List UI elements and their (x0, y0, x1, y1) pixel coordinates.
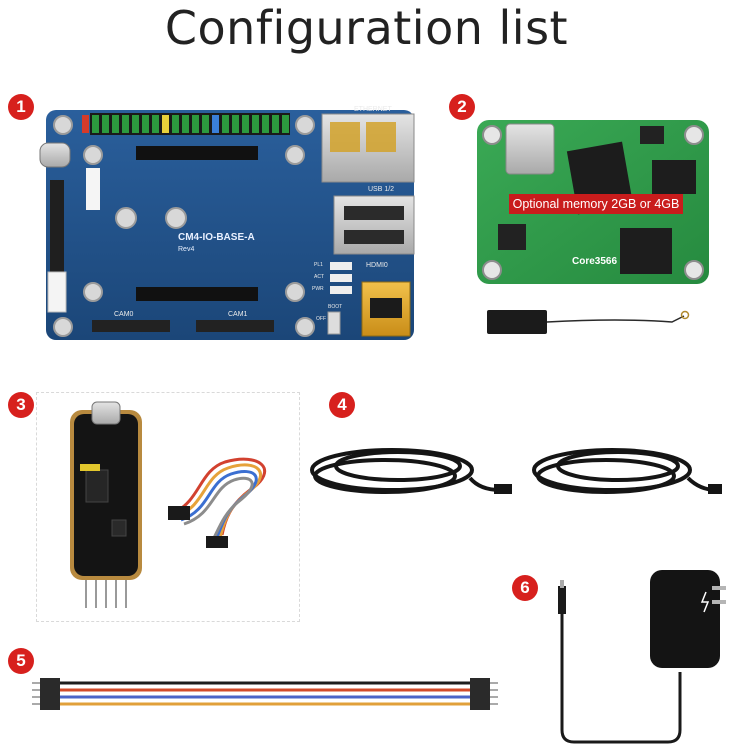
usb-uart-adapter (70, 401, 266, 608)
badge-5: 5 (8, 648, 34, 674)
badge-6: 6 (512, 575, 538, 601)
module-label: Core3566 (572, 256, 618, 267)
hdmi-label: HDMI0 (366, 262, 388, 269)
usb-label: USB 1/2 (368, 186, 395, 193)
jumper-wires (32, 678, 498, 710)
board-rev: Rev4 (178, 246, 195, 253)
board-label: CM4-IO-BASE-A (178, 232, 255, 243)
core-module (477, 120, 709, 334)
usb-cables (310, 448, 717, 494)
off-label: OFF (316, 316, 326, 322)
badge-3: 3 (8, 392, 34, 418)
led2-label: ACT (314, 274, 324, 280)
memory-option-label: Optional memory 2GB or 4GB (509, 194, 683, 214)
cam1-label: CAM1 (228, 311, 248, 318)
badge-1: 1 (8, 94, 34, 120)
io-base-board (39, 110, 415, 340)
badge-4: 4 (329, 392, 355, 418)
adapter-kit-frame (36, 392, 300, 622)
led3-label: PWR (312, 286, 324, 292)
cam0-label: CAM0 (114, 311, 134, 318)
page-title: Configuration list (164, 1, 569, 55)
boot-label: BOOT (328, 304, 343, 310)
ethernet-label: ETHERNET (354, 106, 392, 113)
power-adapter (558, 570, 726, 744)
led1-label: PL1 (314, 262, 323, 268)
badge-2: 2 (449, 94, 475, 120)
